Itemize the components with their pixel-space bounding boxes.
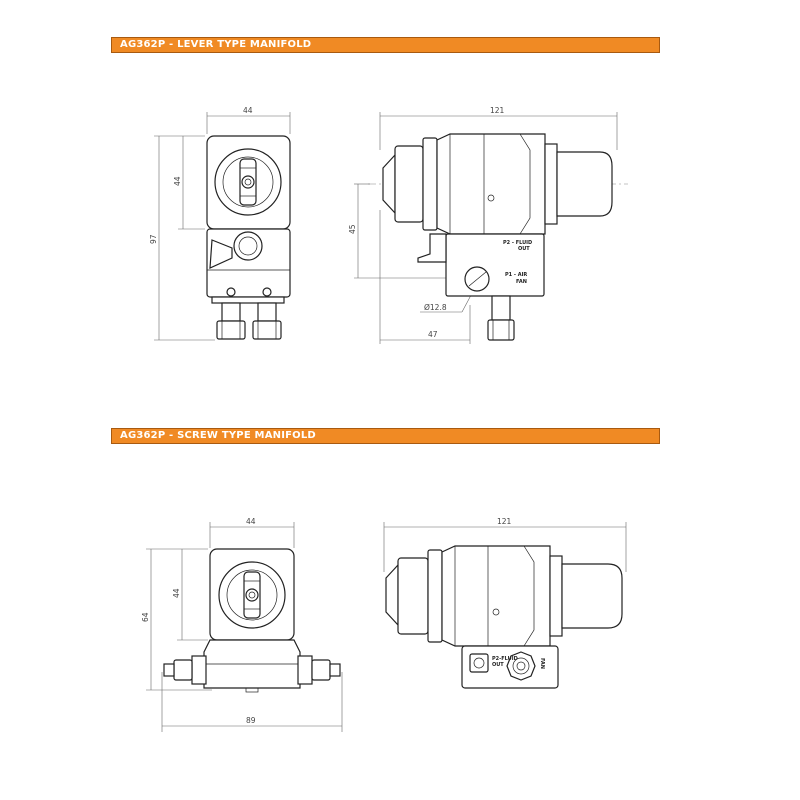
label-fluid-out-2: OUT xyxy=(518,246,530,252)
label-fluid-out-2: OUT xyxy=(492,662,504,668)
dim-total-height: 97 xyxy=(149,234,158,244)
section-title: AG362P - LEVER TYPE MANIFOLD xyxy=(120,39,312,50)
dim-width: 44 xyxy=(246,517,256,526)
label-fluid-out-1: P2 - FLUID xyxy=(503,240,532,246)
label-fan: FAN xyxy=(539,658,545,669)
dim-length: 121 xyxy=(497,517,512,526)
dim-total-height: 64 xyxy=(141,612,150,622)
label-air-2: FAN xyxy=(516,279,527,285)
section-header-lever: AG362P - LEVER TYPE MANIFOLD xyxy=(111,37,660,53)
section-header-screw: AG362P - SCREW TYPE MANIFOLD xyxy=(111,428,660,444)
lever-front-view: 44 44 97 xyxy=(149,106,291,341)
dim-diameter: Ø12.8 xyxy=(424,303,447,312)
dim-width: 44 xyxy=(243,106,253,115)
label-air-1: P1 - AIR xyxy=(505,272,527,278)
dim-upper-height: 44 xyxy=(172,588,181,598)
dim-offset-length: 47 xyxy=(428,330,438,339)
dim-overall-width: 89 xyxy=(246,716,256,725)
dim-upper-height: 44 xyxy=(173,176,182,186)
dim-offset-height: 45 xyxy=(348,224,357,234)
label-fluid-out-1: P2-FLUID xyxy=(492,656,518,662)
dim-length: 121 xyxy=(490,106,505,115)
screw-front-view: 44 44 64 89 xyxy=(141,517,343,732)
section-title: AG362P - SCREW TYPE MANIFOLD xyxy=(120,430,316,441)
screw-side-view: 121 P2-FLUID OUT FAN xyxy=(383,517,627,689)
lever-side-view: 121 45 47 Ø12.8 P2 - FLUID OUT P1 - AIR xyxy=(348,106,628,344)
